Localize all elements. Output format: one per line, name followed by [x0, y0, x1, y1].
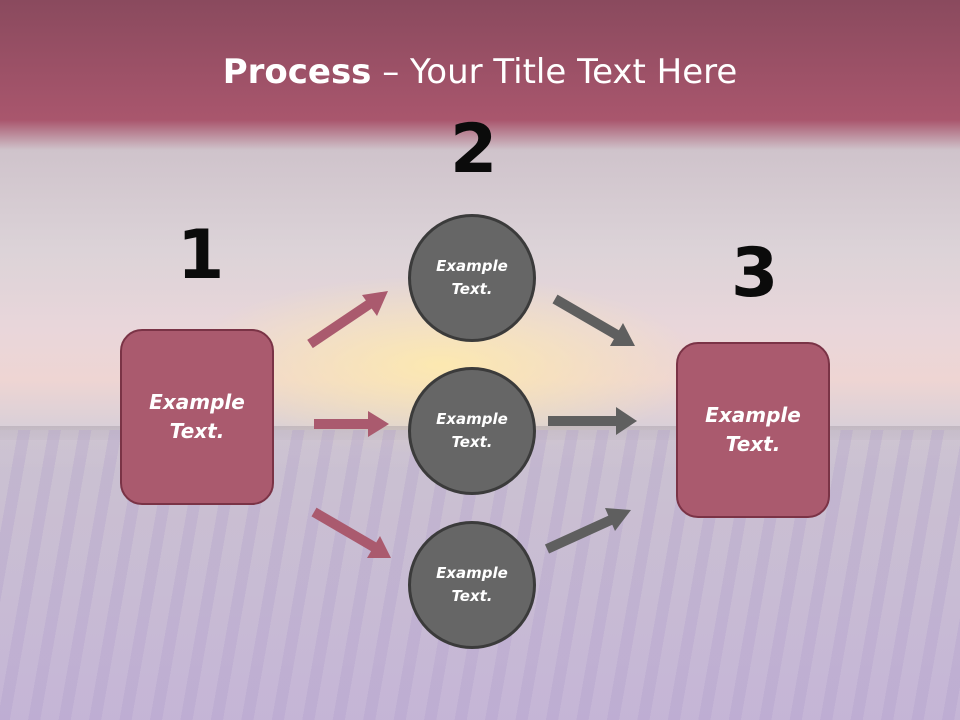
arrow-left-to-top — [307, 291, 388, 349]
step-number-1: 1 — [177, 216, 225, 295]
circle-bottom-text: Example Text. — [436, 564, 508, 605]
left-box-text: Example Text. — [149, 390, 245, 443]
right-box-text: Example Text. — [705, 403, 801, 456]
left-process-box: Example Text. — [120, 329, 274, 505]
step-number-2: 2 — [450, 110, 498, 189]
arrow-top-to-right — [552, 294, 635, 346]
circle-top-text: Example Text. — [436, 257, 508, 298]
circle-middle: Example Text. — [408, 367, 536, 495]
title-bold: Process — [222, 52, 372, 92]
right-process-box: Example Text. — [676, 342, 830, 518]
circle-bottom: Example Text. — [408, 521, 536, 649]
arrow-left-to-middle — [314, 411, 389, 437]
step-number-3: 3 — [731, 234, 779, 313]
arrow-middle-to-right — [548, 407, 637, 435]
arrow-left-to-bottom — [311, 507, 391, 558]
circle-middle-text: Example Text. — [436, 410, 508, 451]
title-rest: – Your Title Text Here — [371, 52, 738, 92]
slide-title: Process – Your Title Text Here — [0, 52, 960, 92]
circle-top: Example Text. — [408, 214, 536, 342]
arrow-bottom-to-right — [544, 508, 631, 554]
